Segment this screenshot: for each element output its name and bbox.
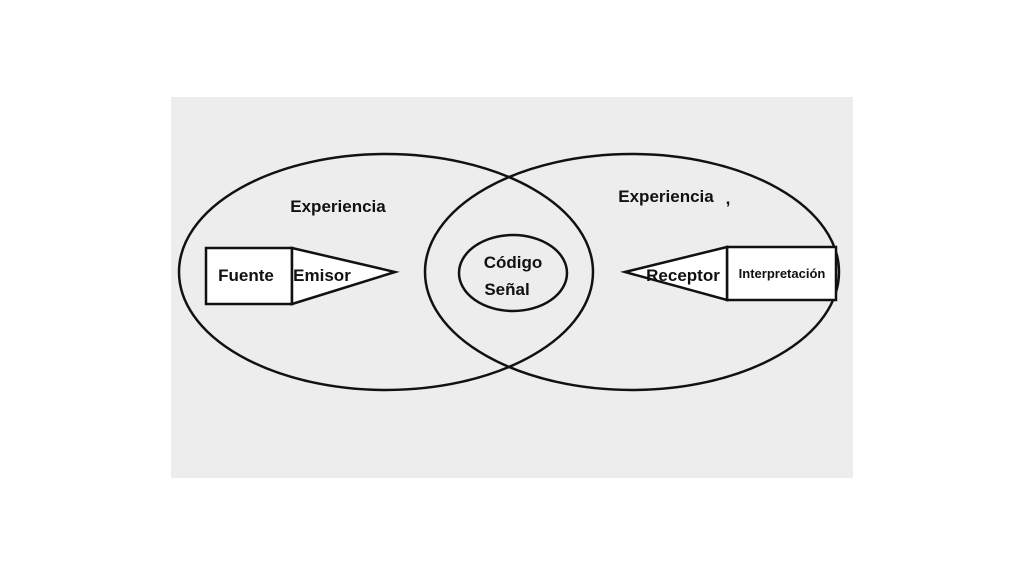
- right-experience-label: Experiencia: [618, 187, 714, 206]
- right-experience-ellipse: [423, 152, 841, 392]
- receiver-arrow: [620, 245, 729, 302]
- code-signal-ellipse: [457, 233, 569, 313]
- left-experience-label: Experiencia: [290, 197, 386, 216]
- left-experience-ellipse: [177, 152, 595, 392]
- right-experience-mark: ,: [726, 189, 731, 208]
- code-label: Código: [484, 253, 543, 272]
- interpretation-label: Interpretación: [739, 266, 826, 281]
- emitter-arrow: [290, 246, 400, 306]
- signal-label: Señal: [484, 280, 529, 299]
- interpretation-box: [725, 245, 838, 302]
- source-box: [204, 246, 294, 306]
- source-label: Fuente: [218, 266, 274, 285]
- emitter-label: Emisor: [293, 266, 351, 285]
- receiver-label: Receptor: [646, 266, 720, 285]
